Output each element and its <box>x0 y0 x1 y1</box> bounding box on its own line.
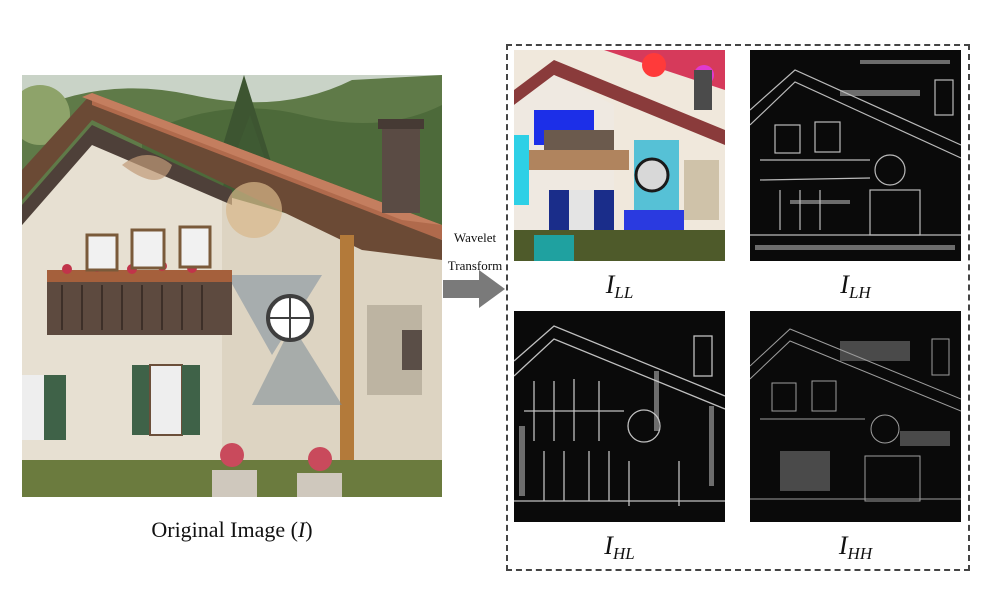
arrow-label-wavelet: Wavelet <box>453 230 497 245</box>
right-arrow-icon <box>443 270 505 310</box>
original-image <box>22 75 442 497</box>
subband-ll-image <box>514 50 725 261</box>
subband-ll-label: ILL <box>605 270 634 302</box>
subband-lh-label: ILH <box>840 270 871 302</box>
subband-lh-image <box>750 50 961 261</box>
subband-hh-image <box>750 311 961 522</box>
subband-hl-image <box>514 311 725 522</box>
arrow-label-transform: Transform <box>447 258 503 273</box>
subband-group-frame <box>506 44 970 571</box>
original-image-caption: Original Image (I) <box>151 517 313 542</box>
subband-hl-label: IHL <box>604 531 635 563</box>
subband-hh-label: IHH <box>838 531 873 563</box>
